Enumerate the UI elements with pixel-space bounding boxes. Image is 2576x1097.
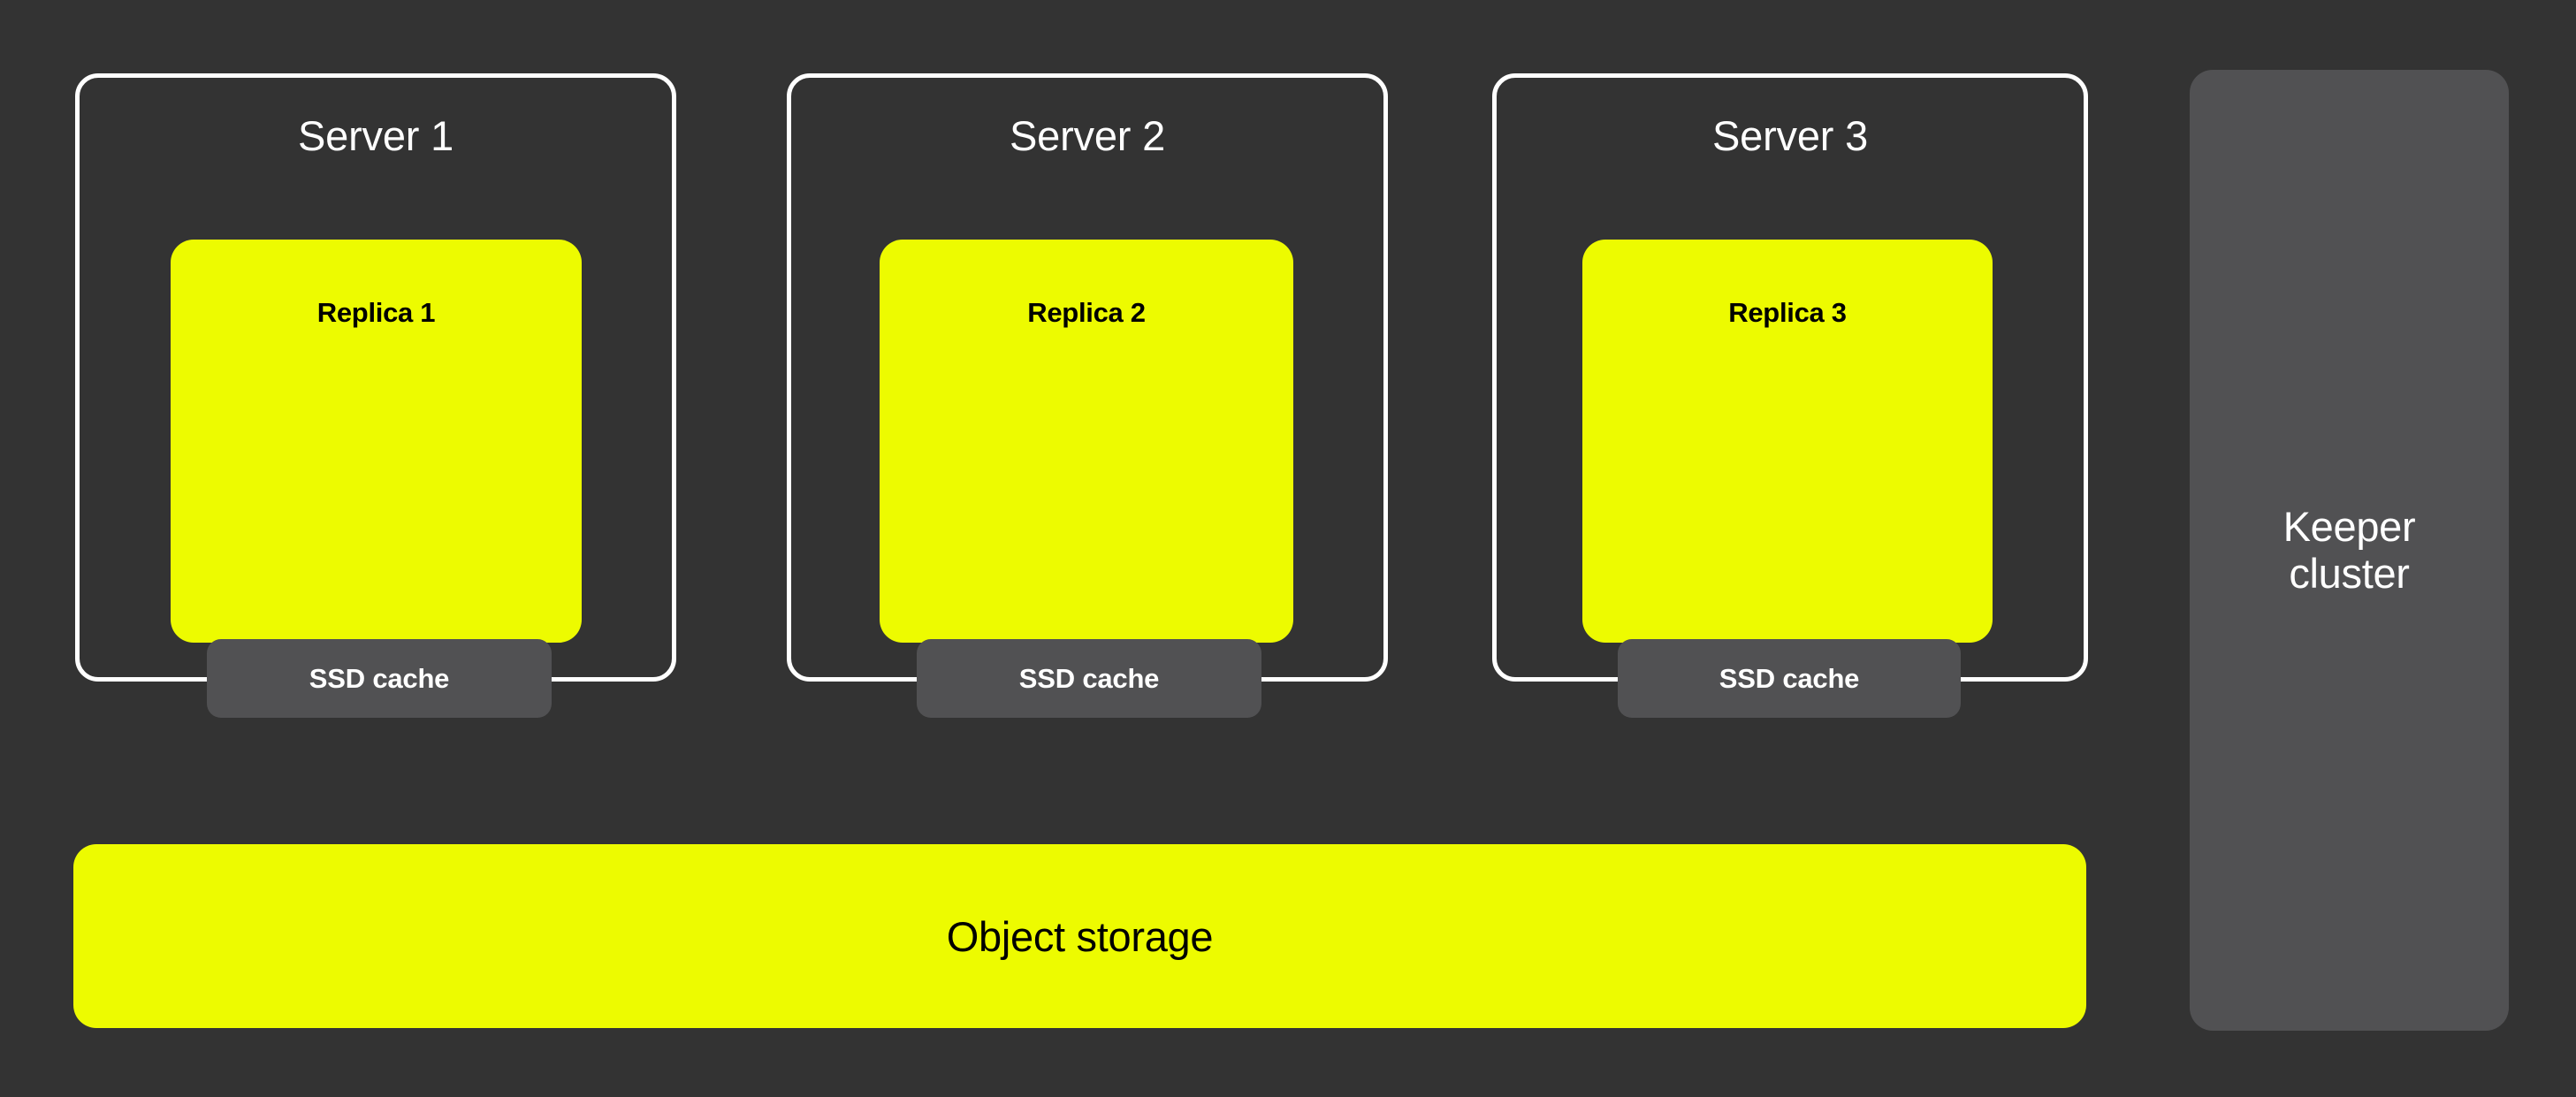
replica-label-3: Replica 3 <box>1728 297 1847 328</box>
ssd-cache-label-1: SSD cache <box>309 663 450 694</box>
object-storage-bar: Object storage <box>73 844 2086 1028</box>
server-title-2: Server 2 <box>1009 112 1166 159</box>
replica-label-2: Replica 2 <box>1027 297 1146 328</box>
server-title-1: Server 1 <box>297 112 454 159</box>
replica-box-2: Replica 2 <box>880 240 1293 643</box>
replica-box-3: Replica 3 <box>1582 240 1993 643</box>
ssd-cache-2: SSD cache <box>917 639 1261 718</box>
ssd-cache-label-3: SSD cache <box>1719 663 1860 694</box>
keeper-cluster-label: Keeper cluster <box>2283 502 2416 597</box>
ssd-cache-label-2: SSD cache <box>1018 663 1160 694</box>
server-title-3: Server 3 <box>1711 112 1869 159</box>
object-storage-label: Object storage <box>946 912 1214 960</box>
replica-label-1: Replica 1 <box>316 297 436 328</box>
ssd-cache-3: SSD cache <box>1618 639 1961 718</box>
ssd-cache-1: SSD cache <box>207 639 552 718</box>
keeper-cluster-panel: Keeper cluster <box>2190 70 2509 1031</box>
replica-box-1: Replica 1 <box>171 240 582 643</box>
